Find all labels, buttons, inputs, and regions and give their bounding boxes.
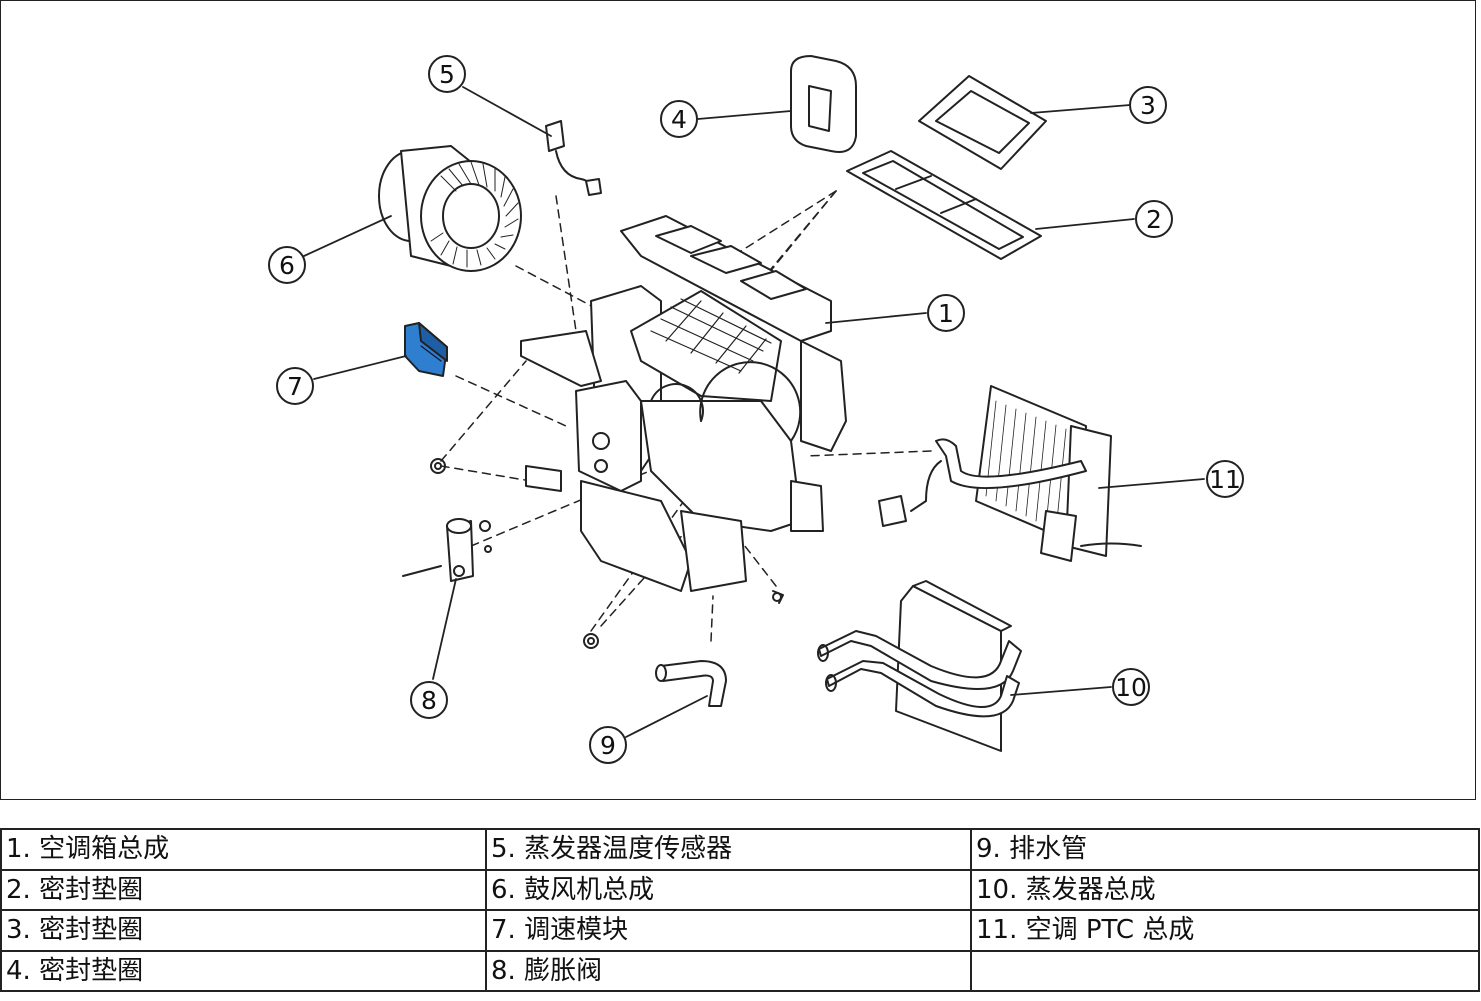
callout-numbers: 1 2 3 4 5 6 7 8 9 10 11 — [279, 60, 1241, 760]
legend-cell: 4. 密封垫圈 — [0, 949, 487, 992]
callout-circle-5 — [428, 55, 466, 93]
evaporator-temp-sensor — [545, 120, 602, 196]
legend-cell: 9. 排水管 — [970, 828, 1480, 871]
callout-number-6: 6 — [279, 251, 295, 280]
blower-assembly — [378, 145, 522, 272]
callout-circle-6 — [268, 246, 306, 284]
callout-circle-2 — [1135, 200, 1173, 238]
leader-lines — [303, 86, 1205, 738]
seal-gasket-2 — [846, 150, 1042, 260]
hvac-box-assembly — [520, 215, 847, 592]
callout-number-2: 2 — [1146, 205, 1162, 234]
legend-cell: 2. 密封垫圈 — [0, 868, 487, 911]
callout-circle-11 — [1206, 460, 1244, 498]
callout-number-1: 1 — [938, 299, 954, 328]
callout-number-4: 4 — [671, 105, 687, 134]
callout-circle-10 — [1112, 668, 1150, 706]
ac-ptc-assembly — [878, 385, 1142, 562]
legend-row: 3. 密封垫圈 7. 调速模块 11. 空调 PTC 总成 — [0, 909, 1480, 952]
legend-row: 1. 空调箱总成 5. 蒸发器温度传感器 9. 排水管 — [0, 828, 1480, 871]
diagram-svg: 1 2 3 4 5 6 7 8 9 10 11 — [268, 55, 1244, 764]
expansion-valve — [402, 458, 784, 649]
drain-pipe — [655, 660, 727, 707]
callout-number-3: 3 — [1140, 91, 1156, 120]
callout-number-8: 8 — [421, 686, 437, 715]
legend-cell: 6. 鼓风机总成 — [485, 868, 972, 911]
legend-cell: 8. 膨胀阀 — [485, 949, 972, 992]
callout-markers — [268, 55, 1244, 764]
callout-circle-4 — [660, 100, 698, 138]
legend-cell: 5. 蒸发器温度传感器 — [485, 828, 972, 871]
callout-number-9: 9 — [600, 731, 616, 760]
legend-row: 2. 密封垫圈 6. 鼓风机总成 10. 蒸发器总成 — [0, 868, 1480, 911]
legend-cell: 1. 空调箱总成 — [0, 828, 487, 871]
evaporator-assembly — [817, 580, 1022, 752]
legend-cell: 7. 调速模块 — [485, 909, 972, 952]
seal-gasket-3 — [918, 75, 1047, 170]
parts-legend-table: 1. 空调箱总成 5. 蒸发器温度传感器 9. 排水管 2. 密封垫圈 6. 鼓… — [0, 828, 1480, 992]
callout-circle-7 — [276, 367, 314, 405]
callout-circle-1 — [927, 294, 965, 332]
legend-cell — [970, 949, 1480, 992]
legend-cell: 10. 蒸发器总成 — [970, 868, 1480, 911]
callout-number-7: 7 — [287, 372, 303, 401]
callout-circle-9 — [589, 726, 627, 764]
callout-circle-3 — [1129, 86, 1167, 124]
exploded-diagram: 1 2 3 4 5 6 7 8 9 10 11 — [0, 0, 1476, 800]
legend-row: 4. 密封垫圈 8. 膨胀阀 — [0, 949, 1480, 992]
callout-number-10: 10 — [1115, 673, 1147, 702]
callout-number-5: 5 — [439, 60, 455, 89]
speed-control-module — [404, 322, 448, 377]
legend-cell: 11. 空调 PTC 总成 — [970, 909, 1480, 952]
seal-gasket-4 — [790, 55, 857, 153]
callout-number-11: 11 — [1209, 465, 1241, 494]
legend-cell: 3. 密封垫圈 — [0, 909, 487, 952]
callout-circle-8 — [410, 681, 448, 719]
